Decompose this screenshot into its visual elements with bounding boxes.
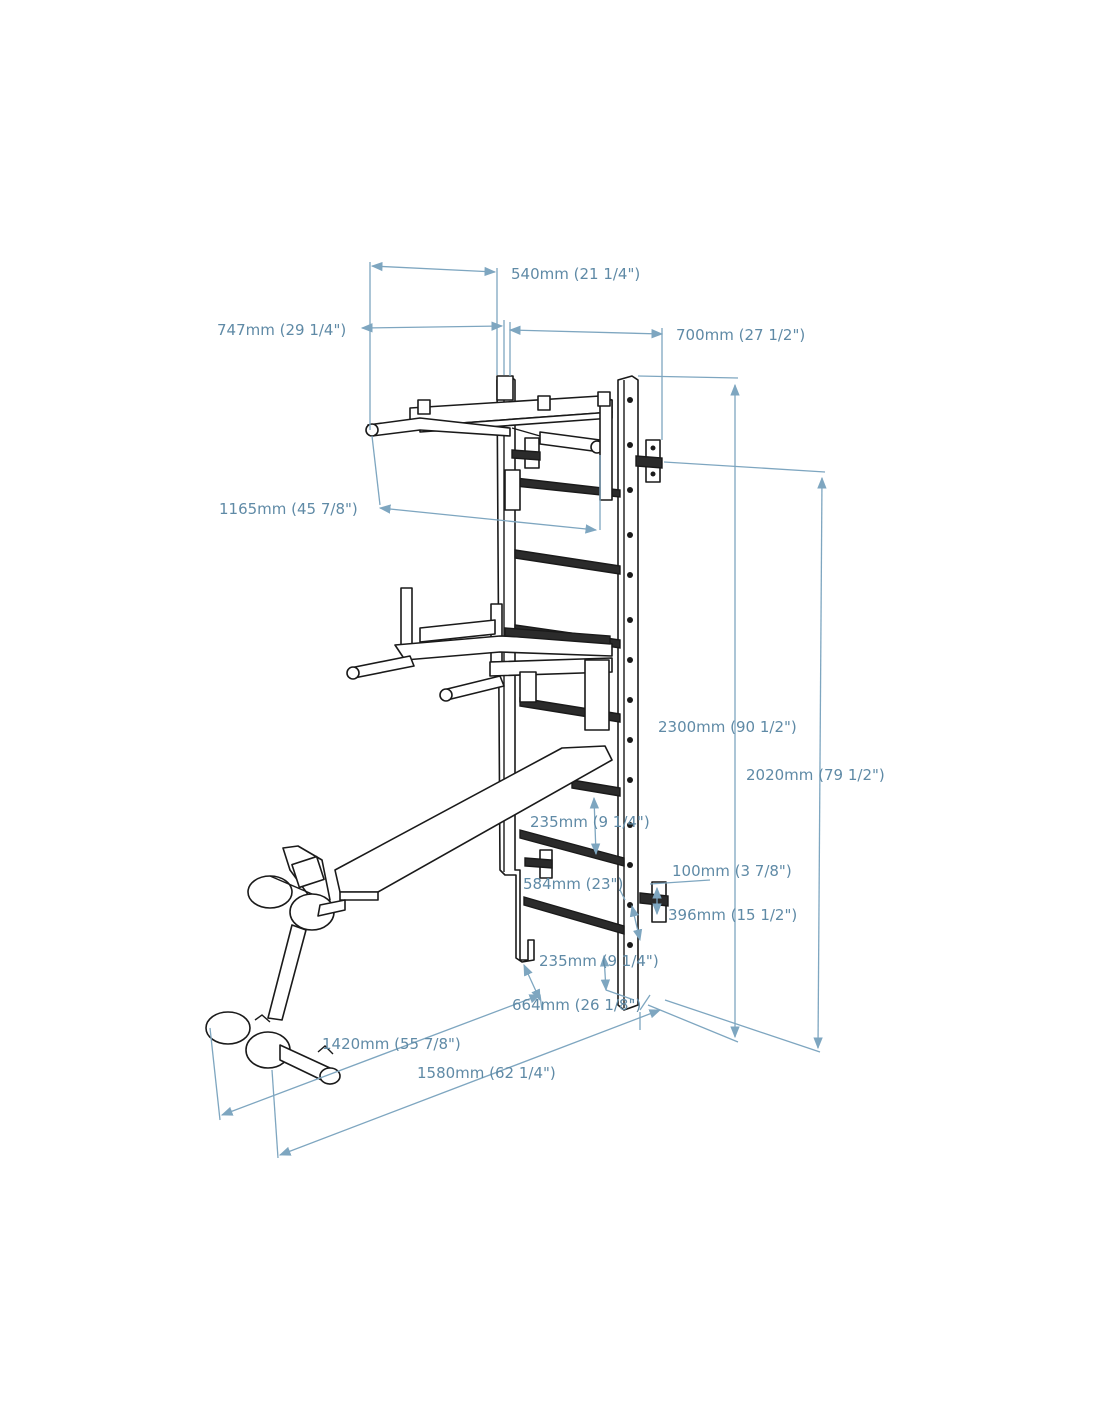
dim-235-lower-label: 235mm (9 1/4") <box>539 952 659 970</box>
dim-1420-label: 1420mm (55 7/8") <box>322 1035 461 1053</box>
wall-bracket-top <box>511 437 663 483</box>
dip-bar <box>346 587 613 731</box>
dim-235-upper-label: 235mm (9 1/4") <box>530 813 650 831</box>
bench <box>205 745 613 1085</box>
pull-up-bar <box>365 375 613 511</box>
rail-holes <box>627 397 633 948</box>
dim-664-label: 664mm (26 1/8") <box>512 996 641 1014</box>
dimension-labels: 540mm (21 1/4") 747mm (29 1/4") 700mm (2… <box>217 265 885 1082</box>
dim-1580-label: 1580mm (62 1/4") <box>417 1064 556 1082</box>
dim-584-label: 584mm (23") <box>523 875 623 893</box>
dim-700-label: 700mm (27 1/2") <box>676 326 805 344</box>
dim-747-label: 747mm (29 1/4") <box>217 321 346 339</box>
dim-396-label: 396mm (15 1/2") <box>668 906 797 924</box>
dim-100-label: 100mm (3 7/8") <box>672 862 792 880</box>
dim-540-label: 540mm (21 1/4") <box>511 265 640 283</box>
wall-bars-equipment <box>205 375 669 1085</box>
dimension-lines <box>209 261 827 1159</box>
dim-2300-label: 2300mm (90 1/2") <box>658 718 797 736</box>
dim-2020-label: 2020mm (79 1/2") <box>746 766 885 784</box>
dim-1165-label: 1165mm (45 7/8") <box>219 500 358 518</box>
